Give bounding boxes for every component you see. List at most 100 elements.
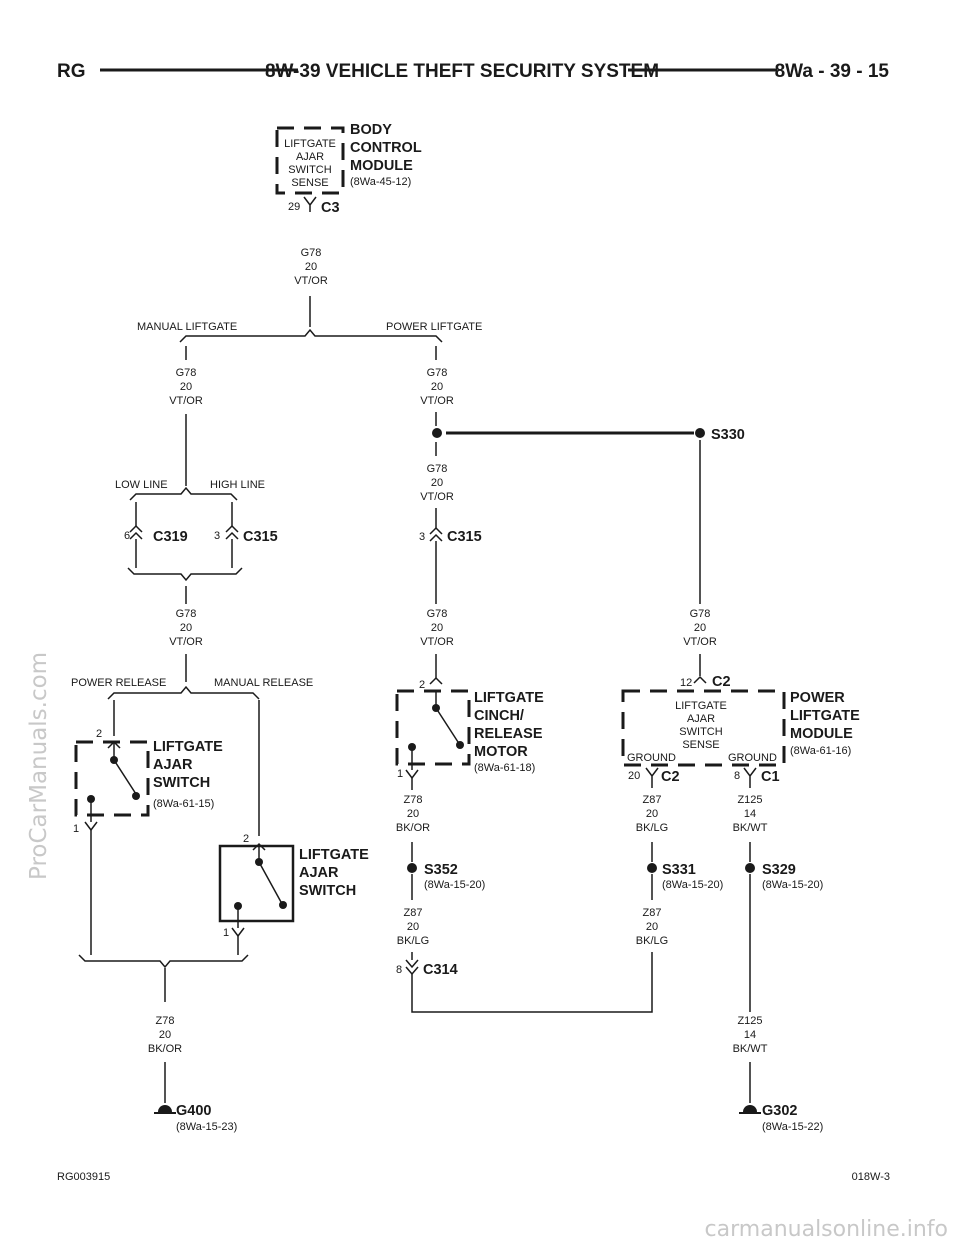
svg-text:SWITCH: SWITCH (299, 883, 356, 899)
bcm-ref: (8Wa-45-12) (350, 176, 411, 188)
connector-c314-symbol (405, 959, 419, 976)
svg-text:Z87: Z87 (643, 794, 662, 806)
connector-c314-label: C314 (423, 962, 458, 978)
svg-text:Z78: Z78 (156, 1015, 175, 1027)
svg-text:MODULE: MODULE (790, 726, 853, 742)
ground-g400-ref: (8Wa-15-23) (176, 1121, 237, 1133)
svg-text:Z125: Z125 (737, 794, 762, 806)
wire-label-z87-plm: Z87 20 BK/LG (636, 794, 668, 834)
cinch-blade (435, 707, 459, 743)
svg-text:VT/OR: VT/OR (683, 636, 717, 648)
svg-text:MODULE: MODULE (350, 158, 413, 174)
option-bracket-line (129, 486, 238, 501)
plm-ground-right: GROUND (728, 752, 777, 764)
bcm-box (275, 126, 345, 195)
cinch-terminal-bottom (405, 769, 419, 780)
ground-g400-label: G400 (176, 1103, 211, 1119)
svg-text:LIFTGATE: LIFTGATE (790, 708, 860, 724)
cinch-title: LIFTGATE CINCH/ RELEASE MOTOR (474, 690, 544, 760)
svg-text:AJAR: AJAR (687, 713, 715, 725)
plm-connector-br: C1 (761, 769, 780, 785)
switch2-contact-b (279, 901, 287, 909)
wire-label-z125-ground: Z125 14 BK/WT (733, 1015, 768, 1055)
svg-text:20: 20 (646, 808, 658, 820)
svg-text:G78: G78 (176, 367, 197, 379)
bcm-pin-number: 29 (288, 201, 300, 213)
svg-text:VT/OR: VT/OR (294, 275, 328, 287)
svg-text:20: 20 (159, 1029, 171, 1041)
svg-text:SWITCH: SWITCH (679, 726, 722, 738)
svg-text:VT/OR: VT/OR (420, 636, 454, 648)
svg-text:VT/OR: VT/OR (420, 491, 454, 503)
svg-text:AJAR: AJAR (153, 757, 193, 773)
bcm-connector-c3: C3 (321, 200, 340, 216)
plm-pin-top: 12 (680, 677, 692, 689)
connector-c315b-symbol (429, 526, 443, 542)
bcm-pin-terminal (303, 196, 317, 212)
svg-text:LIFTGATE: LIFTGATE (474, 690, 544, 706)
switch1-title: LIFTGATE AJAR SWITCH (153, 739, 223, 791)
splice-s352-label: S352 (424, 862, 458, 878)
svg-text:POWER: POWER (790, 690, 845, 706)
plm-terminal-bl (645, 767, 659, 788)
label-power-release: POWER RELEASE (71, 677, 166, 689)
connector-c315a-label: C315 (243, 529, 278, 545)
cinch-pin-bottom: 1 (397, 768, 403, 780)
svg-text:G78: G78 (427, 367, 448, 379)
ground-g400-symbol (158, 1105, 172, 1112)
c319-pin: 6 (124, 530, 130, 542)
plm-pin-bl: 20 (628, 770, 640, 782)
switch1-ref: (8Wa-61-15) (153, 798, 214, 810)
wire-label-g78-cinch: G78 20 VT/OR (420, 608, 454, 648)
label-high-line: HIGH LINE (210, 479, 265, 491)
splice-dot-s352 (407, 863, 417, 873)
footer-code-right: 018W-3 (852, 1171, 890, 1183)
splice-dot-s329 (745, 863, 755, 873)
splice-dot-s331 (647, 863, 657, 873)
header-section-code: RG (57, 61, 86, 82)
svg-text:VT/OR: VT/OR (420, 395, 454, 407)
wire-label-g78-1: G78 20 VT/OR (294, 247, 328, 287)
plm-terminal-top (693, 675, 707, 684)
bcm-title: BODY CONTROL MODULE (350, 122, 422, 174)
switch1-pin-top: 2 (96, 728, 102, 740)
svg-text:LIFTGATE: LIFTGATE (299, 847, 369, 863)
header-title: 8W-39 VEHICLE THEFT SECURITY SYSTEM (265, 61, 659, 82)
svg-text:SWITCH: SWITCH (153, 775, 210, 791)
cinch-box (395, 689, 471, 766)
switch2-terminal-bottom (231, 927, 245, 938)
svg-text:RELEASE: RELEASE (474, 726, 543, 742)
cinch-contact-b (456, 741, 464, 749)
svg-text:CINCH/: CINCH/ (474, 708, 524, 724)
svg-text:CONTROL: CONTROL (350, 140, 422, 156)
svg-text:VT/OR: VT/OR (169, 395, 203, 407)
label-manual-release: MANUAL RELEASE (214, 677, 313, 689)
plm-box (621, 689, 786, 767)
switch2-title: LIFTGATE AJAR SWITCH (299, 847, 369, 899)
svg-text:20: 20 (646, 921, 658, 933)
svg-text:Z87: Z87 (643, 907, 662, 919)
svg-text:AJAR: AJAR (299, 865, 339, 881)
ground-g302-symbol (743, 1105, 757, 1112)
svg-text:BK/LG: BK/LG (397, 935, 429, 947)
svg-text:BK/OR: BK/OR (148, 1043, 182, 1055)
svg-text:20: 20 (431, 622, 443, 634)
plm-title: POWER LIFTGATE MODULE (790, 690, 860, 742)
wire-label-g78-power: G78 20 VT/OR (420, 367, 454, 407)
wire-label-z87-s352: Z87 20 BK/LG (397, 907, 429, 947)
splice-s331-label: S331 (662, 862, 696, 878)
splice-dot-s330-right (695, 428, 705, 438)
c315b-pin: 3 (419, 531, 425, 543)
svg-text:AJAR: AJAR (296, 151, 324, 163)
cinch-ref: (8Wa-61-18) (474, 762, 535, 774)
option-bracket-release (107, 685, 260, 700)
svg-text:BK/OR: BK/OR (396, 822, 430, 834)
svg-text:BK/LG: BK/LG (636, 935, 668, 947)
wire-label-z78-cinch: Z78 20 BK/OR (396, 794, 430, 834)
svg-text:LIFTGATE: LIFTGATE (153, 739, 223, 755)
c314-pin: 8 (396, 964, 402, 976)
wire-label-z78-ground: Z78 20 BK/OR (148, 1015, 182, 1055)
svg-text:G78: G78 (301, 247, 322, 259)
label-low-line: LOW LINE (115, 479, 168, 491)
